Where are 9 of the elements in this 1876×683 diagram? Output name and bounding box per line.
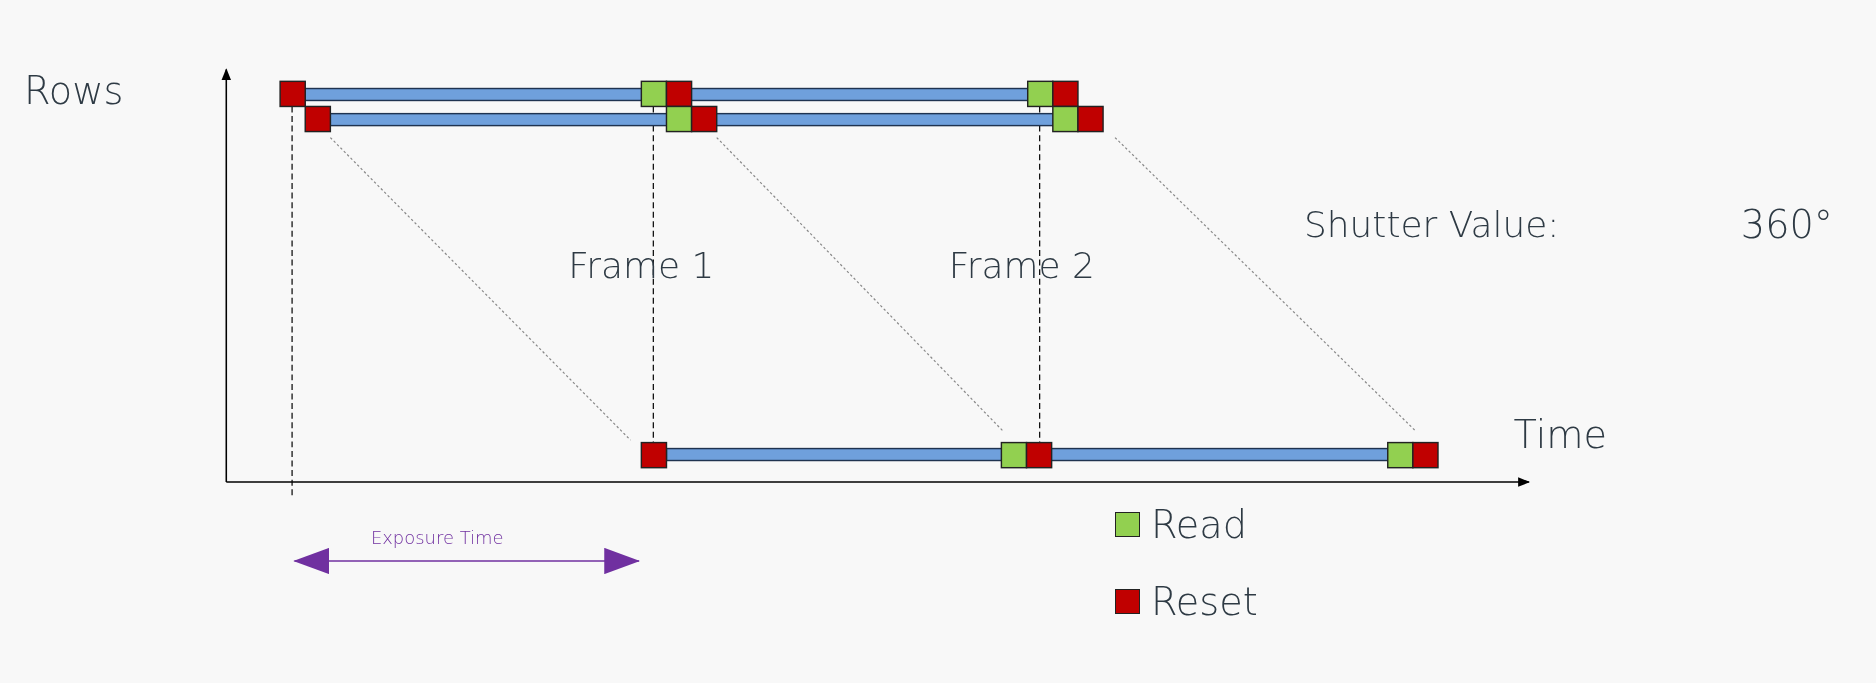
legend-label: Read: [1150, 506, 1248, 545]
label-text: Shutter Value:: [1304, 206, 1560, 243]
label-text: Exposure Time: [370, 529, 504, 548]
legend-label: Reset: [1150, 582, 1258, 621]
label-text: Frame 1: [568, 247, 715, 284]
label-text: Rows: [23, 71, 124, 111]
label-text: Time: [1513, 416, 1608, 455]
label-text: 360°: [1740, 205, 1833, 245]
label-text: Frame 2: [948, 247, 1095, 284]
